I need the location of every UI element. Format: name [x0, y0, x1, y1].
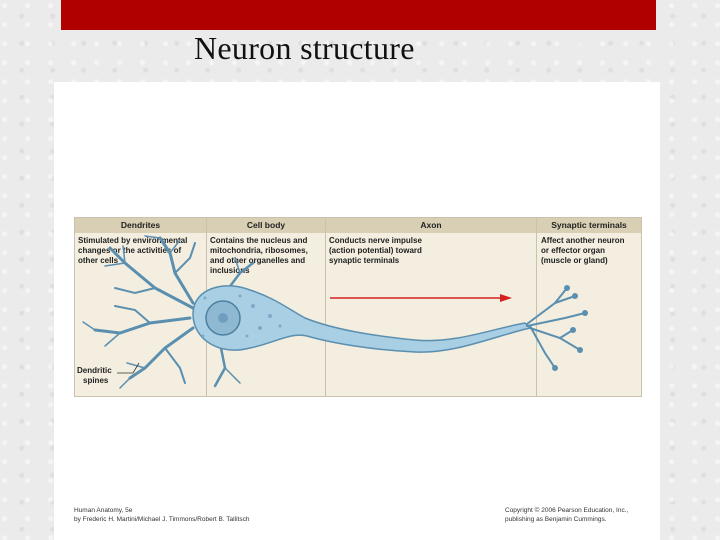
neuron-figure: Dendrites Cell body Axon Synaptic termin… — [54, 82, 660, 540]
credit-right: Copyright © 2006 Pearson Education, Inc.… — [505, 506, 628, 524]
slide-title: Neuron structure — [194, 30, 415, 67]
cell-body-and-axon — [193, 286, 530, 352]
neuron-diagram-panel: Dendrites Cell body Axon Synaptic termin… — [74, 217, 642, 397]
nucleolus — [218, 313, 228, 323]
synaptic-terminal-branches — [527, 288, 585, 368]
text-line: publishing as Benjamin Cummings. — [505, 515, 628, 524]
spines-leader-line — [117, 363, 139, 373]
credit-left: Human Anatomy, 5e by Frederic H. Martini… — [74, 506, 249, 524]
text-line: spines — [77, 376, 112, 386]
neuron-illustration — [75, 218, 641, 396]
text-line: Human Anatomy, 5e — [74, 506, 249, 515]
text-line: Dendritic — [77, 366, 112, 376]
impulse-direction-arrow-head — [500, 294, 512, 302]
dendritic-spines-label: Dendritic spines — [77, 366, 112, 386]
title-accent-bar — [61, 0, 656, 30]
text-line: by Frederic H. Martini/Michael J. Timmon… — [74, 515, 249, 524]
text-line: Copyright © 2006 Pearson Education, Inc.… — [505, 506, 628, 515]
